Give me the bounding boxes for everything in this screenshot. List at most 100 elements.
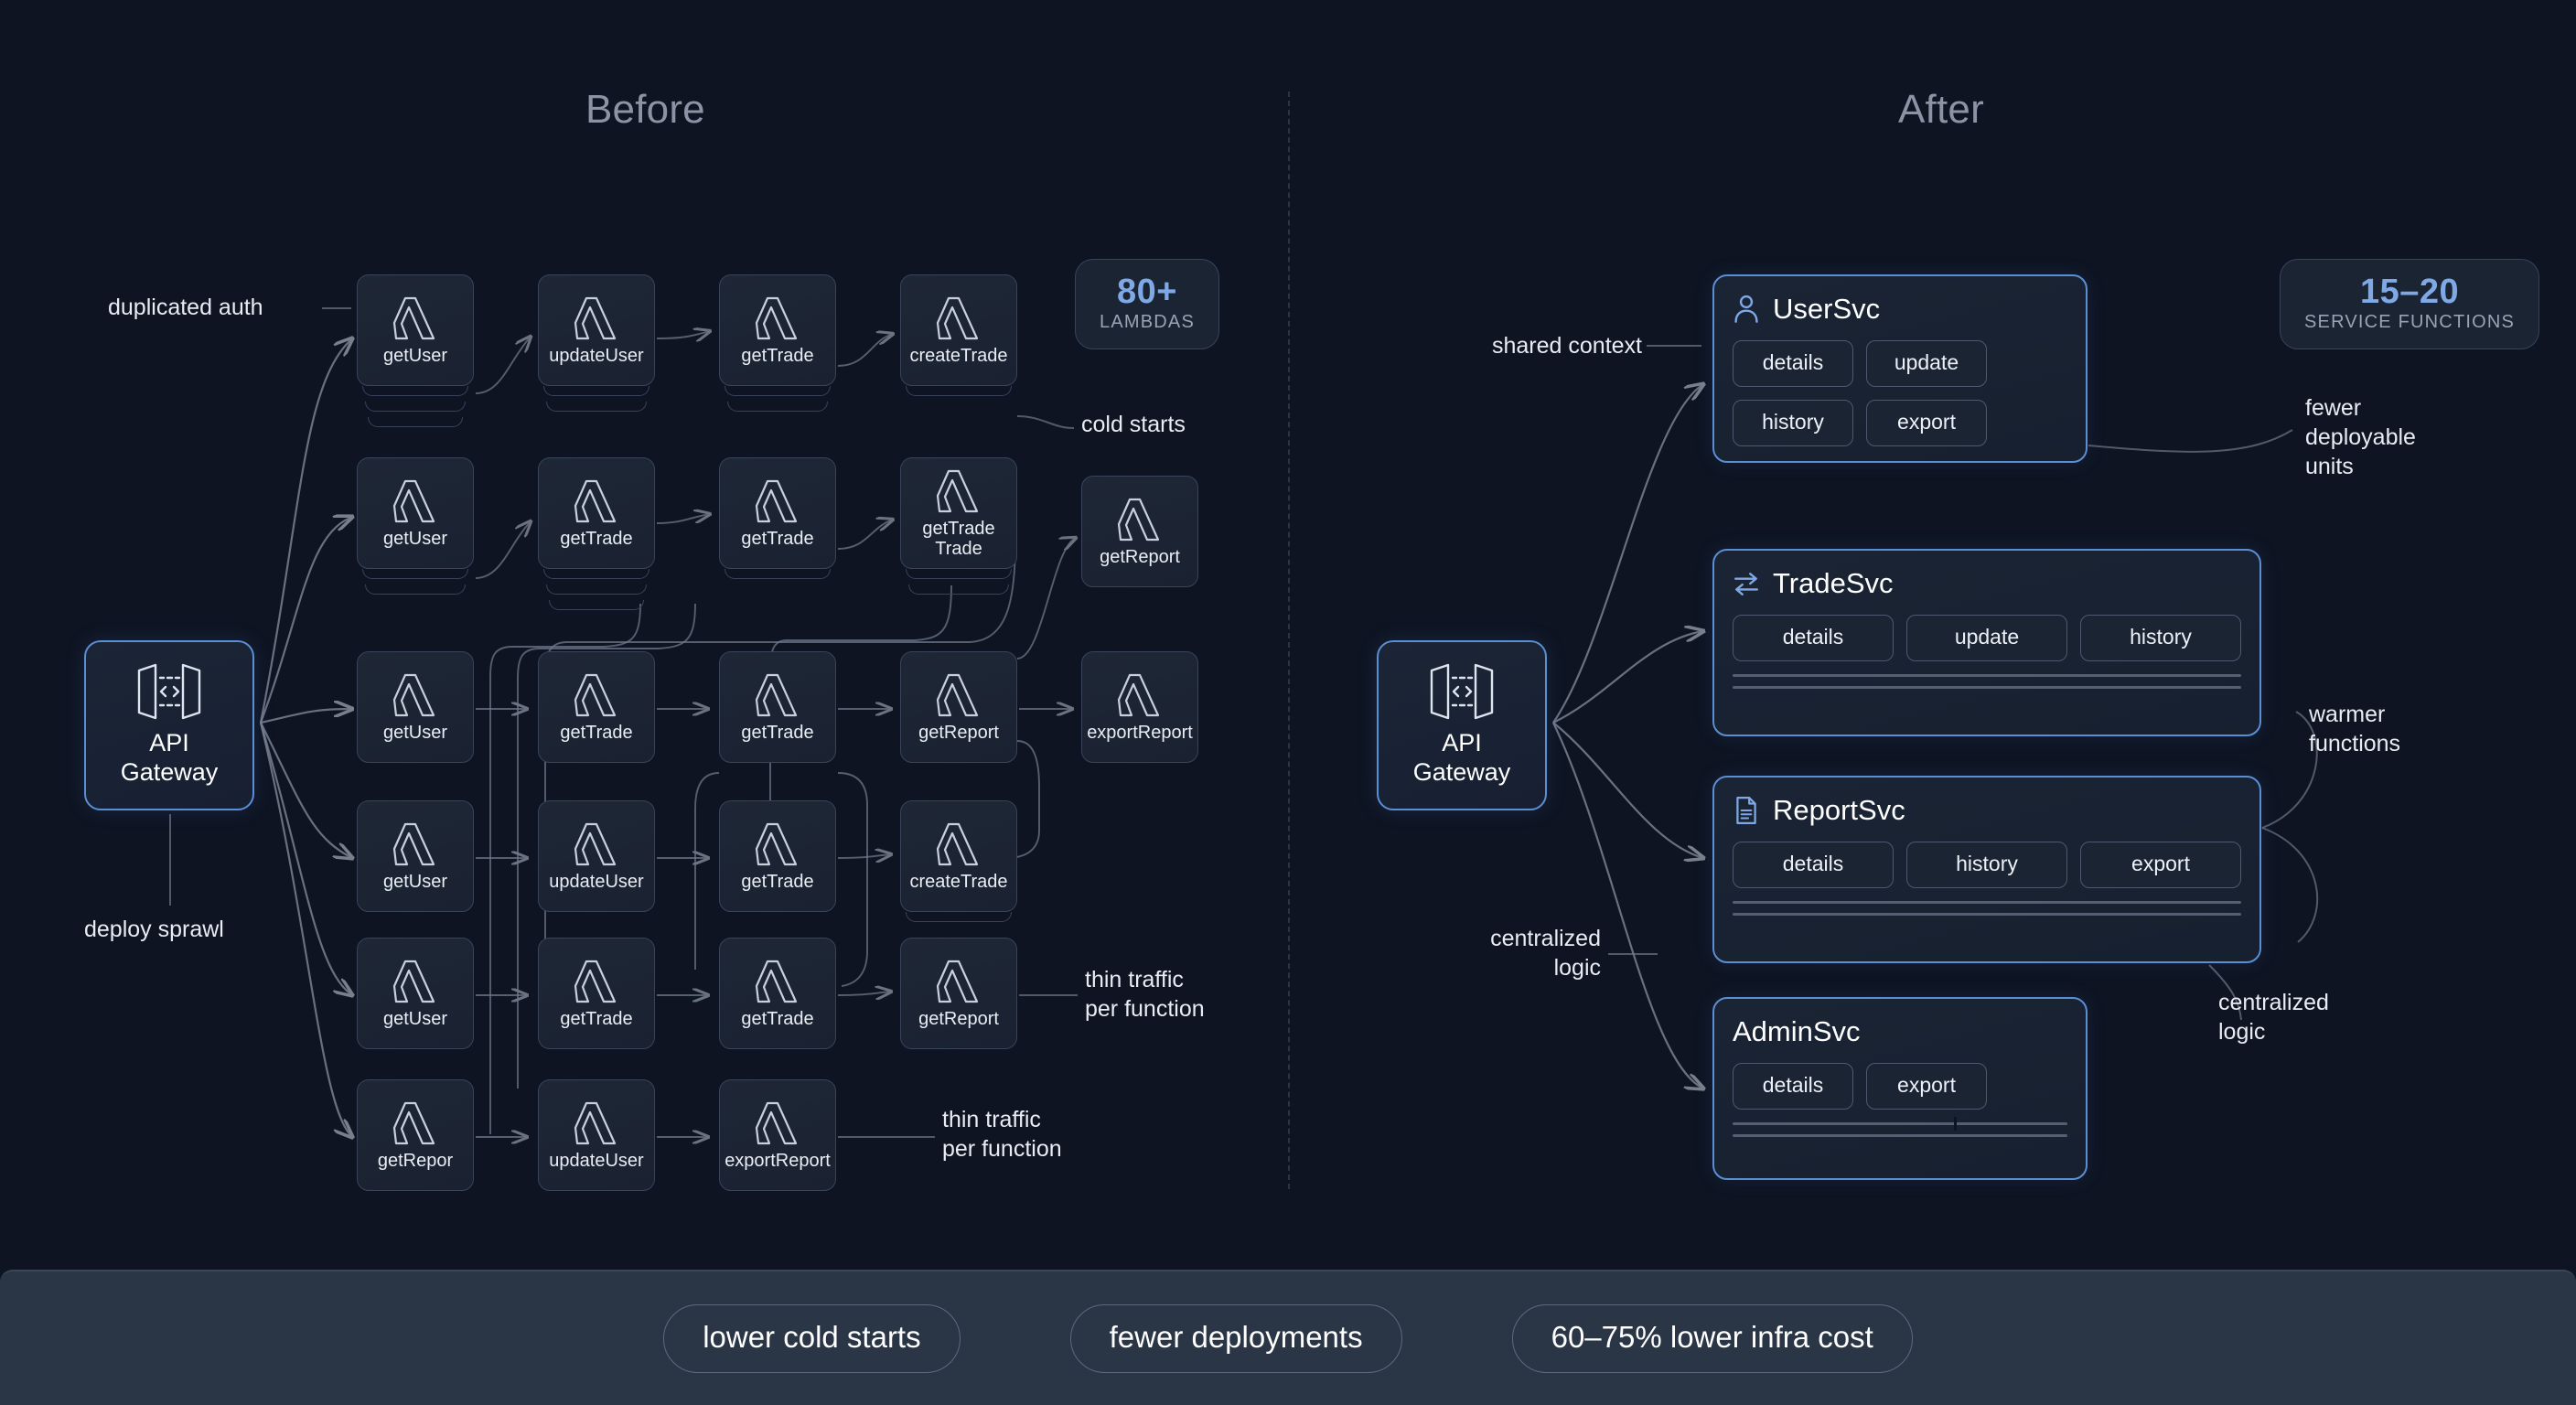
service-chip[interactable]: details	[1733, 1063, 1853, 1110]
lambda-icon	[392, 1101, 435, 1144]
service-card-title: TradeSvc	[1773, 567, 1894, 599]
outcome-pill[interactable]: 60–75% lower infra cost	[1511, 1303, 1913, 1373]
lambda-stack-line	[727, 402, 828, 412]
service-chip[interactable]: update	[1866, 340, 1987, 387]
service-chip[interactable]: export	[1866, 1063, 1987, 1110]
service-card-title: AdminSvc	[1733, 1015, 1861, 1047]
service-meter-line	[1733, 1134, 2067, 1137]
lambda-card[interactable]: updateUser	[538, 1079, 655, 1191]
lambda-icon	[574, 1101, 617, 1144]
lambda-card[interactable]: getUser	[357, 274, 474, 386]
lambda-label: createTrade	[909, 345, 1008, 366]
service-chip[interactable]: update	[1906, 615, 2067, 661]
service-chip[interactable]: details	[1733, 340, 1853, 387]
lambda-card[interactable]: getReport	[900, 651, 1017, 763]
service-meter-group	[1733, 1117, 2067, 1137]
lambda-label: updateUser	[549, 871, 644, 892]
lambda-card[interactable]: getUser	[357, 938, 474, 1049]
service-chip[interactable]: details	[1733, 842, 1894, 888]
lambda-card[interactable]: exportReport	[719, 1079, 836, 1191]
lambda-icon	[755, 673, 798, 716]
outcome-pill[interactable]: fewer deployments	[1069, 1303, 1402, 1373]
lambda-stack-line	[546, 585, 647, 595]
lambda-card[interactable]: getTrade	[719, 457, 836, 569]
lambda-label: getReport	[1100, 546, 1180, 567]
lambda-card[interactable]: exportReport	[1081, 651, 1198, 763]
lambda-label: getReport	[918, 1008, 999, 1029]
lambda-card[interactable]: getRepor	[357, 1079, 474, 1191]
lambda-icon	[574, 822, 617, 865]
service-chip-row: details export	[1733, 1063, 2067, 1110]
lambda-label: getRepor	[377, 1150, 454, 1171]
service-chip[interactable]: export	[2080, 842, 2241, 888]
lambda-stack-line	[906, 569, 1012, 579]
outcome-pill[interactable]: lower cold starts	[663, 1303, 961, 1373]
lambda-stack-line	[362, 569, 468, 579]
lambda-card[interactable]: getReport	[1081, 476, 1198, 587]
annotation-duplicated-auth: duplicated auth	[108, 295, 263, 320]
lambda-label: getTrade	[741, 722, 814, 743]
service-chip[interactable]: export	[1866, 400, 1987, 446]
lambda-stack-line	[908, 585, 1009, 595]
service-card-header: UserSvc	[1733, 293, 2067, 326]
service-chip-row: details update	[1733, 340, 2067, 387]
lambda-card[interactable]: getTrade	[719, 938, 836, 1049]
lambda-label: getTrade	[741, 871, 814, 892]
lambda-count-badge: 80+ LAMBDAS	[1075, 259, 1219, 349]
before-fanout	[259, 338, 352, 1137]
lambda-stack-line	[362, 386, 468, 396]
user-icon	[1734, 295, 1758, 323]
lambda-icon	[392, 822, 435, 865]
lambda-card[interactable]: createTrade	[900, 800, 1017, 912]
lambda-card[interactable]: getTrade	[538, 938, 655, 1049]
lambda-stack-line	[543, 386, 649, 396]
service-chip[interactable]: history	[1906, 842, 2067, 888]
service-chip[interactable]: details	[1733, 615, 1894, 661]
lambda-card[interactable]: getTrade	[719, 274, 836, 386]
service-chip[interactable]: history	[2080, 615, 2241, 661]
lambda-card[interactable]: createTrade	[900, 274, 1017, 386]
service-card[interactable]: TradeSvc details update history	[1712, 549, 2261, 736]
lambda-stack-line	[543, 569, 649, 579]
lambda-label: getTrade	[741, 345, 814, 366]
lambda-card[interactable]: updateUser	[538, 274, 655, 386]
service-card[interactable]: AdminSvc details export	[1712, 997, 2088, 1180]
lambda-card[interactable]: getUser	[357, 651, 474, 763]
lambda-stack-line	[365, 585, 466, 595]
lambda-label: getTrade	[560, 1008, 633, 1029]
lambda-icon	[1117, 673, 1160, 716]
lambda-icon	[755, 296, 798, 339]
annotation-deploy-sprawl: deploy sprawl	[84, 917, 224, 942]
service-chip[interactable]: history	[1733, 400, 1853, 446]
lambda-stack-line	[549, 600, 644, 610]
service-meter-group	[1733, 674, 2241, 689]
lambda-card[interactable]: getUser	[357, 800, 474, 912]
api-gateway-icon	[137, 663, 201, 720]
lambda-label: updateUser	[549, 345, 644, 366]
lambda-card[interactable]: getTrade	[719, 651, 836, 763]
lambda-card[interactable]: getTrade	[538, 651, 655, 763]
lambda-stack-line	[546, 402, 647, 412]
lambda-card[interactable]: getTrade	[538, 457, 655, 569]
lambda-card[interactable]: getTrade	[719, 800, 836, 912]
lambda-stack-line	[365, 402, 466, 412]
annotation-centralized-logic-left: centralized logic	[1490, 926, 1601, 981]
service-function-count-badge: 15–20 SERVICE FUNCTIONS	[2280, 259, 2540, 349]
lambda-icon	[936, 960, 979, 1003]
lambda-icon	[936, 469, 979, 513]
lambda-icon	[755, 960, 798, 1003]
lambda-card[interactable]: getUser	[357, 457, 474, 569]
service-card[interactable]: UserSvc details update history export	[1712, 274, 2088, 463]
section-divider	[1288, 91, 1290, 1189]
lambda-label: getUser	[382, 871, 448, 892]
lambda-label: getTrade	[560, 528, 633, 549]
lambda-card[interactable]: getReport	[900, 938, 1017, 1049]
lambda-card[interactable]: updateUser	[538, 800, 655, 912]
